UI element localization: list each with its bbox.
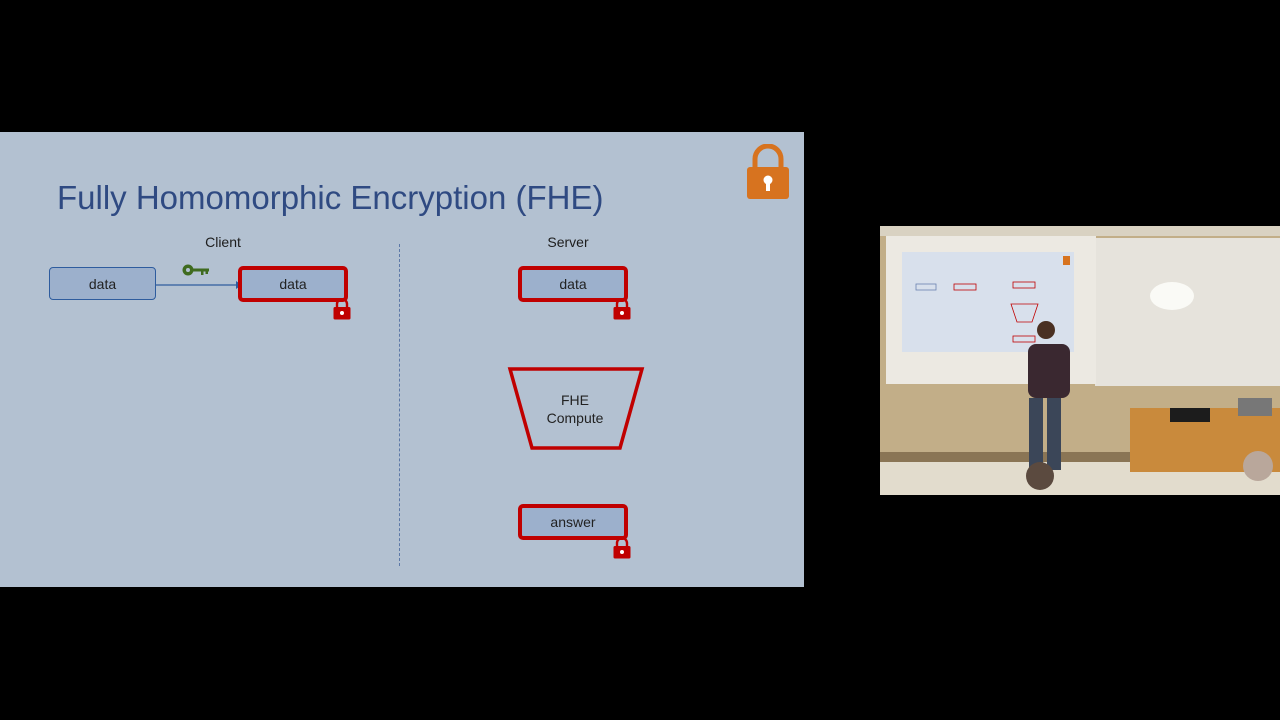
presentation-slide: Fully Homomorphic Encryption (FHE) Clien… <box>0 132 804 587</box>
fhe-compute-shape <box>507 367 645 456</box>
small-lock-icon <box>333 298 351 320</box>
lecture-room-image <box>880 226 1280 495</box>
speaker-camera-view <box>880 226 1280 495</box>
fhe-compute-label: FHE Compute <box>546 392 604 426</box>
client-server-divider <box>399 244 400 566</box>
client-encrypted-data-box: data <box>238 266 348 302</box>
client-data-box: data <box>49 267 156 300</box>
key-icon <box>182 263 210 282</box>
server-encrypted-data-box: data <box>518 266 628 302</box>
small-lock-icon <box>613 298 631 320</box>
client-label: Client <box>205 234 241 250</box>
slide-title: Fully Homomorphic Encryption (FHE) <box>57 179 604 216</box>
small-lock-icon <box>613 537 631 559</box>
server-label: Server <box>547 234 589 250</box>
encrypted-answer-box: answer <box>518 504 628 540</box>
padlock-icon <box>745 143 791 205</box>
